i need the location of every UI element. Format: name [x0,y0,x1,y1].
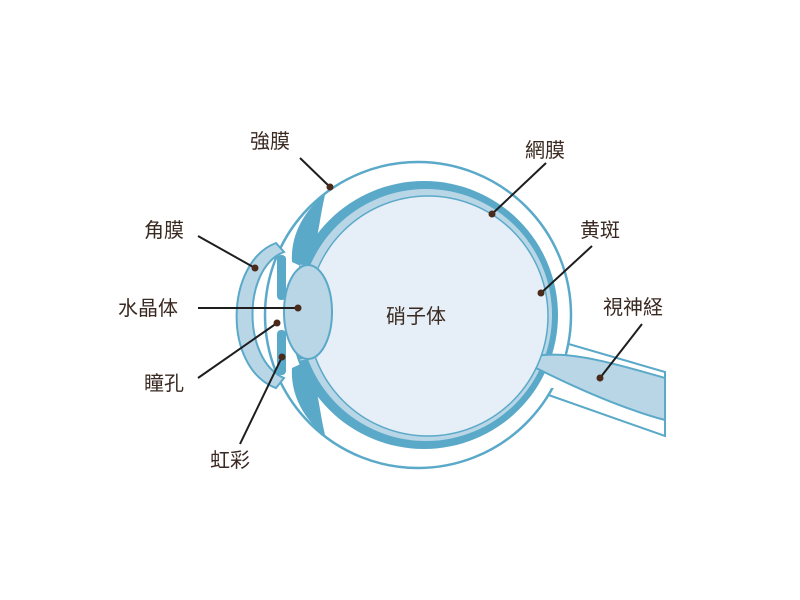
ciliary-body-upper [291,195,325,268]
label-macula: 黄斑 [580,218,620,242]
label-pupil: 瞳孔 [144,371,184,395]
ciliary-body-lower [291,362,325,435]
iris-lower [277,330,286,375]
cornea [235,241,286,390]
leader-dots [251,183,604,382]
crystalline-lens [283,264,333,360]
label-lens: 水晶体 [118,296,178,320]
leader-lines [197,157,643,445]
label-retina: 網膜 [525,138,565,162]
label-cornea: 角膜 [144,218,184,242]
label-iris: 虹彩 [210,448,250,472]
label-optic-nerve: 視神経 [603,295,663,319]
optic-nerve [535,353,666,422]
iris-upper [277,255,286,300]
label-sclera: 強膜 [250,129,290,153]
label-vitreous: 硝子体 [386,304,446,328]
